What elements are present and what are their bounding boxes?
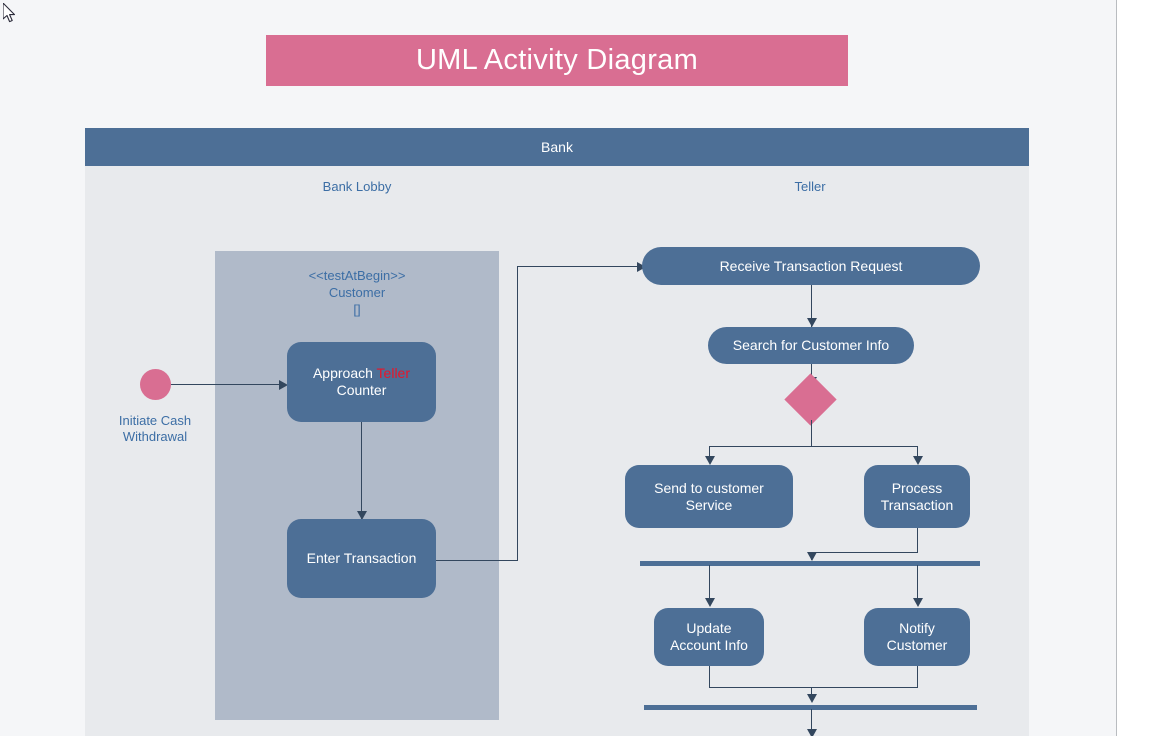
connector-join-bus	[709, 687, 918, 688]
connector-process-to-fork-h	[811, 552, 918, 553]
arrowhead-join-to-end	[807, 729, 817, 736]
node-receive-transaction-request-label: Receive Transaction Request	[719, 257, 903, 274]
connector-process-to-fork-v1	[917, 528, 918, 552]
arrowhead-branch-left	[705, 456, 715, 465]
arrowhead-start-to-approach	[279, 380, 288, 390]
connector-approach-to-enter	[361, 422, 362, 519]
connector-branch-left-v	[709, 446, 710, 460]
start-node-caption: Initiate Cash Withdrawal	[75, 413, 235, 445]
start-node[interactable]	[140, 369, 171, 400]
connector-enter-to-receive-h1	[436, 560, 518, 561]
pool-header[interactable]: Bank	[85, 128, 1029, 166]
connector-start-to-approach	[171, 384, 282, 385]
partition-customer[interactable]	[215, 251, 499, 720]
partition-params: []	[353, 302, 361, 317]
node-send-to-customer-service-label: Send to customer Service	[654, 479, 764, 513]
pool-title: Bank	[541, 139, 573, 155]
node-receive-transaction-request[interactable]: Receive Transaction Request	[642, 247, 980, 285]
decision-node[interactable]	[784, 373, 837, 426]
diagram-canvas[interactable]: UML Activity Diagram Bank Bank Lobby Tel…	[0, 0, 1117, 736]
lane-label-teller: Teller	[794, 179, 826, 194]
pool-body: Bank Lobby Teller <<testAtBegin>> Custom…	[85, 166, 1029, 736]
connector-receive-to-search	[811, 285, 812, 328]
arrowhead-join-down	[807, 694, 817, 703]
arrowhead-receive-to-search	[807, 318, 817, 327]
connector-join-to-end	[811, 709, 812, 736]
notify-customer-line2: Customer	[886, 637, 948, 653]
approach-text-after: Counter	[336, 382, 387, 398]
approach-text-before: Approach	[312, 365, 377, 381]
right-pane	[1118, 0, 1159, 736]
connector-enter-to-receive-v	[517, 266, 518, 560]
connector-update-to-join-v	[709, 666, 710, 688]
node-send-to-customer-service[interactable]: Send to customer Service	[625, 465, 793, 528]
arrowhead-approach-to-enter	[357, 511, 367, 520]
process-transaction-line2: Transaction	[880, 496, 954, 513]
arrowhead-process-to-fork	[807, 552, 817, 561]
node-search-customer-info-label: Search for Customer Info	[732, 337, 890, 353]
swimlane-pool: Bank Bank Lobby Teller <<testAtBegin>> C…	[85, 128, 1029, 736]
arrowhead-fork-to-notify	[913, 598, 923, 607]
start-caption-line2: Withdrawal	[122, 429, 188, 444]
partition-caption: <<testAtBegin>> Customer []	[227, 267, 487, 318]
connector-branch-bus	[709, 446, 918, 447]
fork-bar-upper[interactable]	[640, 561, 980, 566]
page-title: UML Activity Diagram	[415, 44, 699, 76]
update-account-line1: Update	[686, 620, 732, 636]
arrowhead-enter-to-receive	[637, 262, 646, 272]
notify-customer-line1: Notify	[899, 620, 935, 636]
connector-branch-right-v	[917, 446, 918, 460]
arrowhead-fork-to-update	[705, 598, 715, 607]
connector-decision-down	[811, 420, 812, 446]
partition-name: Customer	[328, 285, 386, 300]
connector-notify-to-join-v	[917, 666, 918, 688]
join-bar-lower[interactable]	[644, 705, 977, 710]
update-account-line2: Account Info	[670, 637, 748, 653]
start-caption-line1: Initiate Cash	[118, 413, 192, 428]
connector-enter-to-receive-h2	[517, 266, 647, 267]
connector-fork-to-update-v	[709, 565, 710, 605]
process-transaction-line1: Process	[891, 479, 943, 496]
node-search-customer-info[interactable]: Search for Customer Info	[708, 327, 914, 364]
node-enter-transaction[interactable]: Enter Transaction	[287, 519, 436, 598]
lane-label-bank-lobby: Bank Lobby	[322, 179, 392, 194]
arrowhead-branch-right	[913, 456, 923, 465]
partition-stereotype: <<testAtBegin>>	[308, 268, 406, 283]
connector-fork-to-notify-v	[917, 565, 918, 605]
diagram-title-banner[interactable]: UML Activity Diagram	[266, 35, 848, 86]
approach-text-accent: Teller	[376, 365, 411, 381]
node-enter-transaction-label: Enter Transaction	[306, 550, 417, 566]
